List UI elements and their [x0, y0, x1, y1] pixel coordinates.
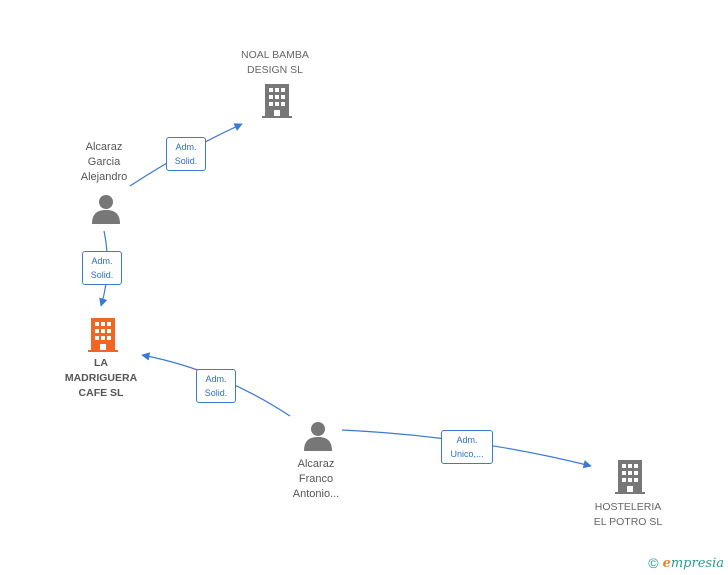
edge-label-alejandro-noal[interactable]: Adm. Solid. — [166, 137, 206, 171]
person-label-antonio[interactable]: Alcaraz Franco Antonio... — [292, 458, 340, 500]
edge-label-alejandro-madriguera[interactable]: Adm. Solid. — [82, 251, 122, 285]
brand-logo: empresia — [662, 555, 724, 571]
person-icon[interactable] — [92, 195, 120, 224]
edge-label-antonio-hosteleria[interactable]: Adm. Unico,... — [441, 430, 493, 464]
edge-label-antonio-madriguera[interactable]: Adm. Solid. — [196, 369, 236, 403]
person-icon[interactable] — [304, 422, 332, 451]
building-icon[interactable] — [262, 84, 292, 118]
company-label-hosteleria[interactable]: HOSTELERIA EL POTRO SL — [593, 501, 663, 528]
building-icon[interactable] — [615, 460, 645, 494]
building-icon[interactable] — [88, 318, 118, 352]
copyright-icon: © — [648, 555, 659, 571]
person-label-alejandro[interactable]: Alcaraz Garcia Alejandro — [80, 141, 128, 183]
company-label-noal[interactable]: NOAL BAMBA DESIGN SL — [241, 49, 309, 76]
footer-brand: © empresia — [648, 555, 724, 571]
company-label-madriguera[interactable]: LA MADRIGUERA CAFE SL — [64, 357, 138, 399]
